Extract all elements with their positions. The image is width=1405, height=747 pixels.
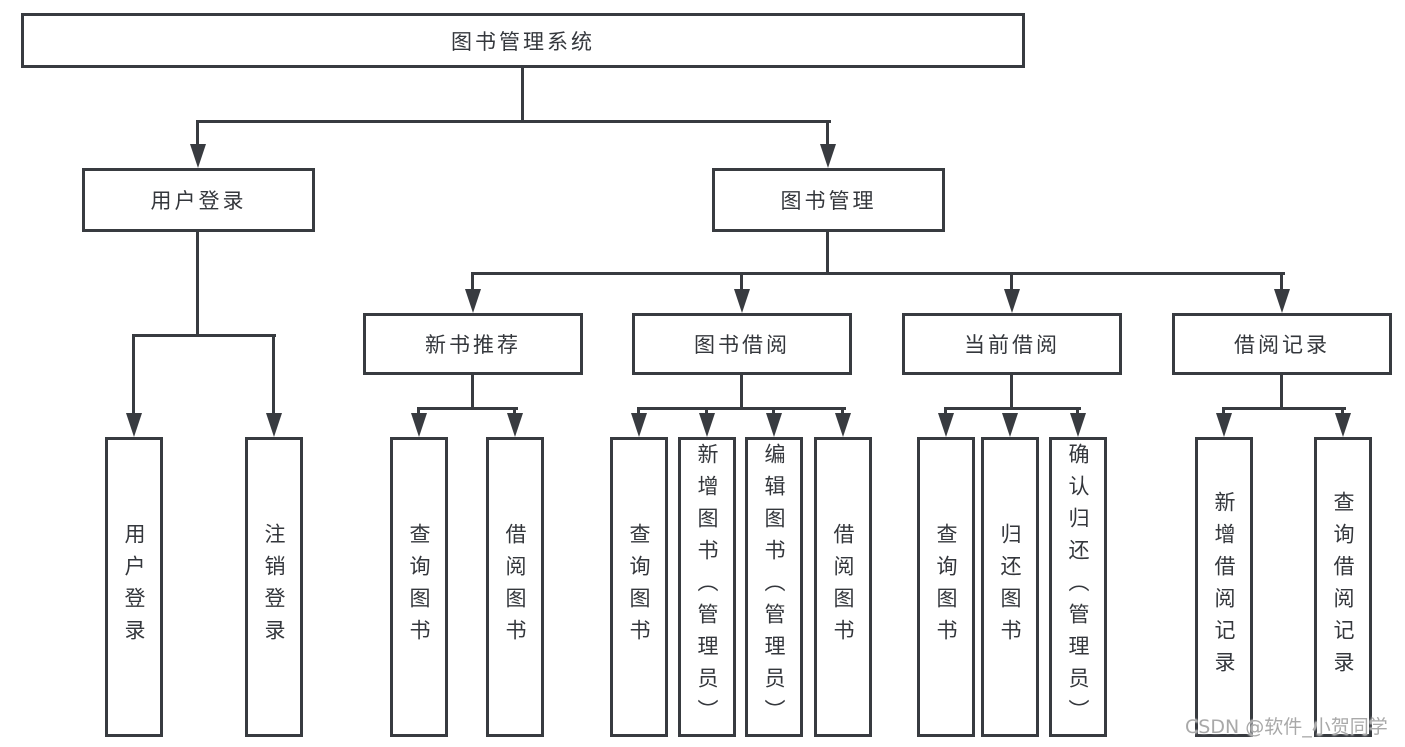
node-current-borrow: 当前借阅 xyxy=(902,313,1122,375)
arrow-down-icon xyxy=(1004,289,1020,313)
connector-line xyxy=(1222,407,1346,410)
connector-line xyxy=(471,272,474,292)
connector-line xyxy=(944,407,1081,410)
connector-line xyxy=(1280,375,1283,410)
connector-line xyxy=(944,407,947,417)
connector-line xyxy=(272,334,275,419)
arrow-down-icon xyxy=(1216,413,1232,437)
node-leaf-edit-books-admin: 编辑图书（管理员） xyxy=(745,437,803,737)
node-leaf-query-books-1: 查询图书 xyxy=(390,437,448,737)
connector-line xyxy=(521,68,524,120)
connector-line xyxy=(471,272,1285,275)
connector-line xyxy=(637,407,846,410)
connector-line xyxy=(1010,375,1013,410)
connector-line xyxy=(132,334,276,337)
arrow-down-icon xyxy=(465,289,481,313)
node-leaf-user-login: 用户登录 xyxy=(105,437,163,737)
node-book-management: 图书管理 xyxy=(712,168,945,232)
arrow-down-icon xyxy=(190,144,206,168)
connector-line xyxy=(705,407,708,417)
node-new-book-recommend: 新书推荐 xyxy=(363,313,583,375)
connector-line xyxy=(471,375,474,410)
arrow-down-icon xyxy=(1070,413,1086,437)
arrow-down-icon xyxy=(507,413,523,437)
connector-line xyxy=(132,334,135,419)
arrow-down-icon xyxy=(1274,289,1290,313)
connector-line xyxy=(196,232,199,337)
node-leaf-borrow-books-2: 借阅图书 xyxy=(814,437,872,737)
arrow-down-icon xyxy=(1335,413,1351,437)
node-leaf-query-books-3: 查询图书 xyxy=(917,437,975,737)
connector-line xyxy=(1341,407,1344,417)
arrow-down-icon xyxy=(266,413,282,437)
node-leaf-add-books-admin: 新增图书（管理员） xyxy=(678,437,736,737)
arrow-down-icon xyxy=(699,413,715,437)
node-root: 图书管理系统 xyxy=(21,13,1025,68)
connector-line xyxy=(740,375,743,410)
node-leaf-confirm-return-admin: 确认归还（管理员） xyxy=(1049,437,1107,737)
connector-line xyxy=(513,407,516,417)
node-leaf-add-borrow-record: 新增借阅记录 xyxy=(1195,437,1253,737)
connector-line xyxy=(196,120,199,148)
connector-line xyxy=(826,232,829,275)
node-leaf-query-books-2: 查询图书 xyxy=(610,437,668,737)
node-user-login: 用户登录 xyxy=(82,168,315,232)
node-leaf-query-borrow-record: 查询借阅记录 xyxy=(1314,437,1372,737)
connector-line xyxy=(772,407,775,417)
node-leaf-logout: 注销登录 xyxy=(245,437,303,737)
node-borrow-records: 借阅记录 xyxy=(1172,313,1392,375)
watermark: CSDN @软件_小贺同学 xyxy=(1185,716,1388,738)
connector-line xyxy=(1010,272,1013,292)
arrow-down-icon xyxy=(766,413,782,437)
connector-line xyxy=(740,272,743,292)
node-leaf-borrow-books-1: 借阅图书 xyxy=(486,437,544,737)
connector-line xyxy=(196,120,831,123)
arrow-down-icon xyxy=(411,413,427,437)
node-leaf-return-books: 归还图书 xyxy=(981,437,1039,737)
arrow-down-icon xyxy=(631,413,647,437)
arrow-down-icon xyxy=(835,413,851,437)
arrow-down-icon xyxy=(1002,413,1018,437)
arrow-down-icon xyxy=(734,289,750,313)
connector-line xyxy=(637,407,640,417)
connector-line xyxy=(1280,272,1283,292)
connector-line xyxy=(1076,407,1079,417)
node-book-borrow: 图书借阅 xyxy=(632,313,852,375)
connector-line xyxy=(1222,407,1225,417)
connector-line xyxy=(417,407,518,410)
connector-line xyxy=(417,407,420,417)
connector-line xyxy=(841,407,844,417)
arrow-down-icon xyxy=(820,144,836,168)
connector-line xyxy=(826,120,829,148)
arrow-down-icon xyxy=(938,413,954,437)
arrow-down-icon xyxy=(126,413,142,437)
